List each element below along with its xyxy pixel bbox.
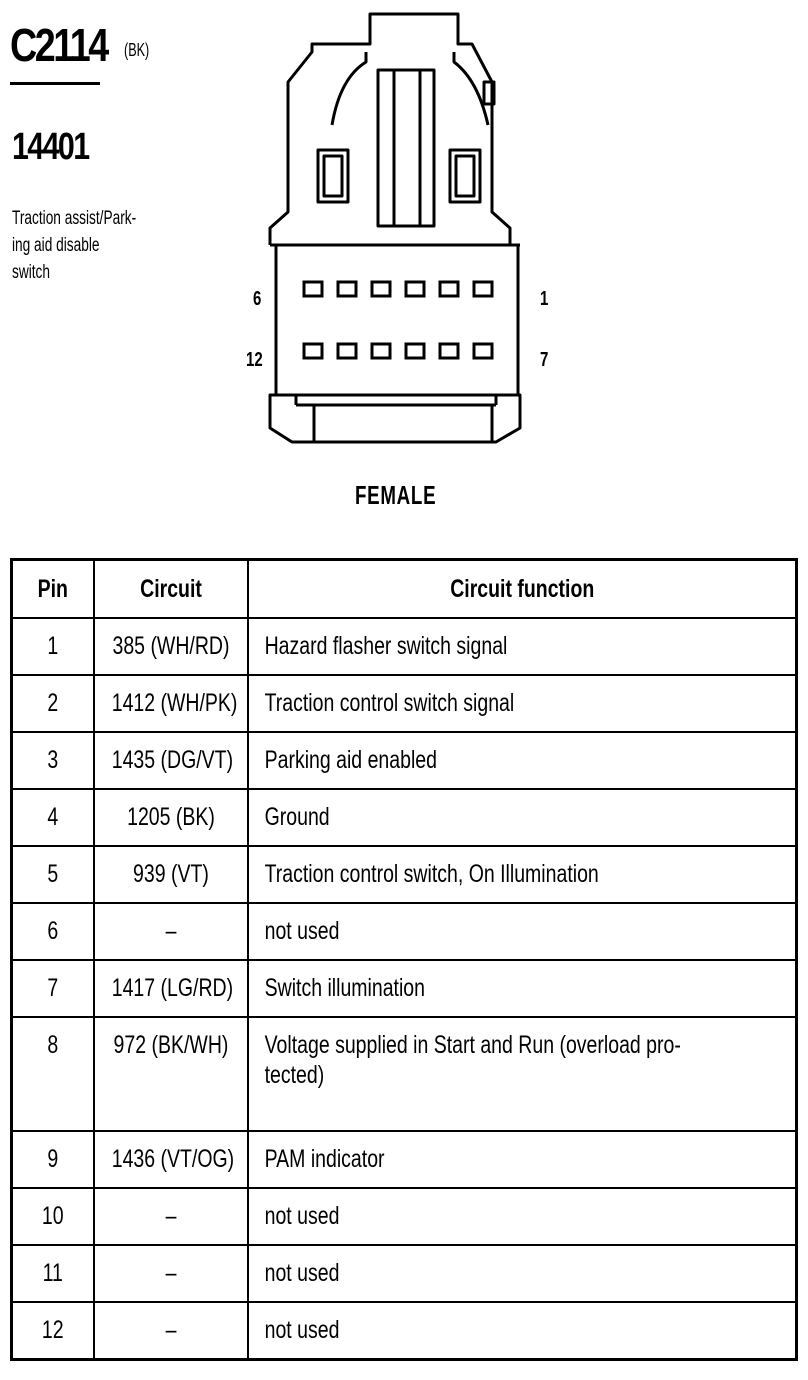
connector-id: C2114 bbox=[10, 19, 109, 71]
function-cell: not used bbox=[246, 1301, 798, 1361]
pin-cavity-1 bbox=[472, 280, 494, 298]
connector-gender-label: FEMALE bbox=[355, 480, 437, 510]
pin-cell: 10 bbox=[10, 1187, 95, 1246]
table-row: 6–not used bbox=[10, 902, 798, 961]
circuit-cell: – bbox=[92, 1244, 249, 1303]
circuit-cell: 972 (BK/WH) bbox=[92, 1016, 249, 1132]
function-cell: Hazard flasher switch signal bbox=[246, 617, 798, 676]
connector-color: (BK) bbox=[124, 40, 150, 60]
table-row: 10–not used bbox=[10, 1187, 798, 1246]
pin-cavity-2 bbox=[438, 280, 460, 298]
pin-label-bottom-right: 7 bbox=[540, 349, 549, 371]
pin-cavity-7 bbox=[472, 342, 494, 360]
function-cell: Ground bbox=[246, 788, 798, 847]
connector-lock-tab bbox=[482, 80, 496, 106]
pin-cell: 1 bbox=[10, 617, 95, 676]
circuit-cell: 1436 (VT/OG) bbox=[92, 1130, 249, 1189]
connector-window-left bbox=[316, 148, 350, 204]
function-cell: Switch illumination bbox=[246, 959, 798, 1018]
header-pin: Pin bbox=[10, 558, 95, 619]
pin-cavity-6 bbox=[302, 280, 324, 298]
pin-cavity-12 bbox=[302, 342, 324, 360]
pin-cell: 12 bbox=[10, 1301, 95, 1361]
pin-cell: 3 bbox=[10, 731, 95, 790]
circuit-cell: 1435 (DG/VT) bbox=[92, 731, 249, 790]
pin-cell: 9 bbox=[10, 1130, 95, 1189]
pin-cavity-4 bbox=[370, 280, 392, 298]
component-description: Traction assist/Park- ing aid disable sw… bbox=[12, 208, 137, 283]
circuit-cell: 1417 (LG/RD) bbox=[92, 959, 249, 1018]
title-underline bbox=[10, 82, 100, 85]
function-cell: Voltage supplied in Start and Run (overl… bbox=[246, 1016, 798, 1132]
pin-cell: 6 bbox=[10, 902, 95, 961]
pin-cavity-5 bbox=[336, 280, 358, 298]
circuit-cell: 385 (WH/RD) bbox=[92, 617, 249, 676]
pin-cavity-8 bbox=[438, 342, 460, 360]
pin-cell: 2 bbox=[10, 674, 95, 733]
circuit-cell: – bbox=[92, 1187, 249, 1246]
function-cell: not used bbox=[246, 1187, 798, 1246]
function-cell: Traction control switch, On Illumination bbox=[246, 845, 798, 904]
table-header-row: Pin Circuit Circuit function bbox=[10, 558, 798, 619]
function-cell: Parking aid enabled bbox=[246, 731, 798, 790]
pin-cell: 7 bbox=[10, 959, 95, 1018]
part-number: 14401 bbox=[12, 126, 90, 168]
header-circuit: Circuit bbox=[92, 558, 249, 619]
pin-cavity-11 bbox=[336, 342, 358, 360]
pin-cell: 5 bbox=[10, 845, 95, 904]
circuit-cell: 1412 (WH/PK) bbox=[92, 674, 249, 733]
pin-label-bottom-left: 12 bbox=[246, 349, 263, 371]
pin-cell: 8 bbox=[10, 1016, 95, 1132]
header-circuit-function: Circuit function bbox=[246, 558, 798, 619]
pin-cavity-10 bbox=[370, 342, 392, 360]
connector-face-diagram bbox=[268, 12, 522, 444]
pin-cell: 11 bbox=[10, 1244, 95, 1303]
function-cell: not used bbox=[246, 1244, 798, 1303]
circuit-cell: – bbox=[92, 902, 249, 961]
circuit-cell: 1205 (BK) bbox=[92, 788, 249, 847]
function-cell: not used bbox=[246, 902, 798, 961]
pin-label-top-right: 1 bbox=[540, 288, 549, 310]
circuit-cell: 939 (VT) bbox=[92, 845, 249, 904]
function-cell: Traction control switch signal bbox=[246, 674, 798, 733]
pin-label-top-left: 6 bbox=[253, 288, 262, 310]
pin-cavity-3 bbox=[404, 280, 426, 298]
connector-outline bbox=[268, 12, 512, 245]
pin-cell: 4 bbox=[10, 788, 95, 847]
connector-window-right bbox=[448, 148, 482, 204]
pin-cavity-9 bbox=[404, 342, 426, 360]
table-row: 11–not used bbox=[10, 1244, 798, 1303]
function-cell: PAM indicator bbox=[246, 1130, 798, 1189]
table-row: 12–not used bbox=[10, 1301, 798, 1361]
circuit-cell: – bbox=[92, 1301, 249, 1361]
